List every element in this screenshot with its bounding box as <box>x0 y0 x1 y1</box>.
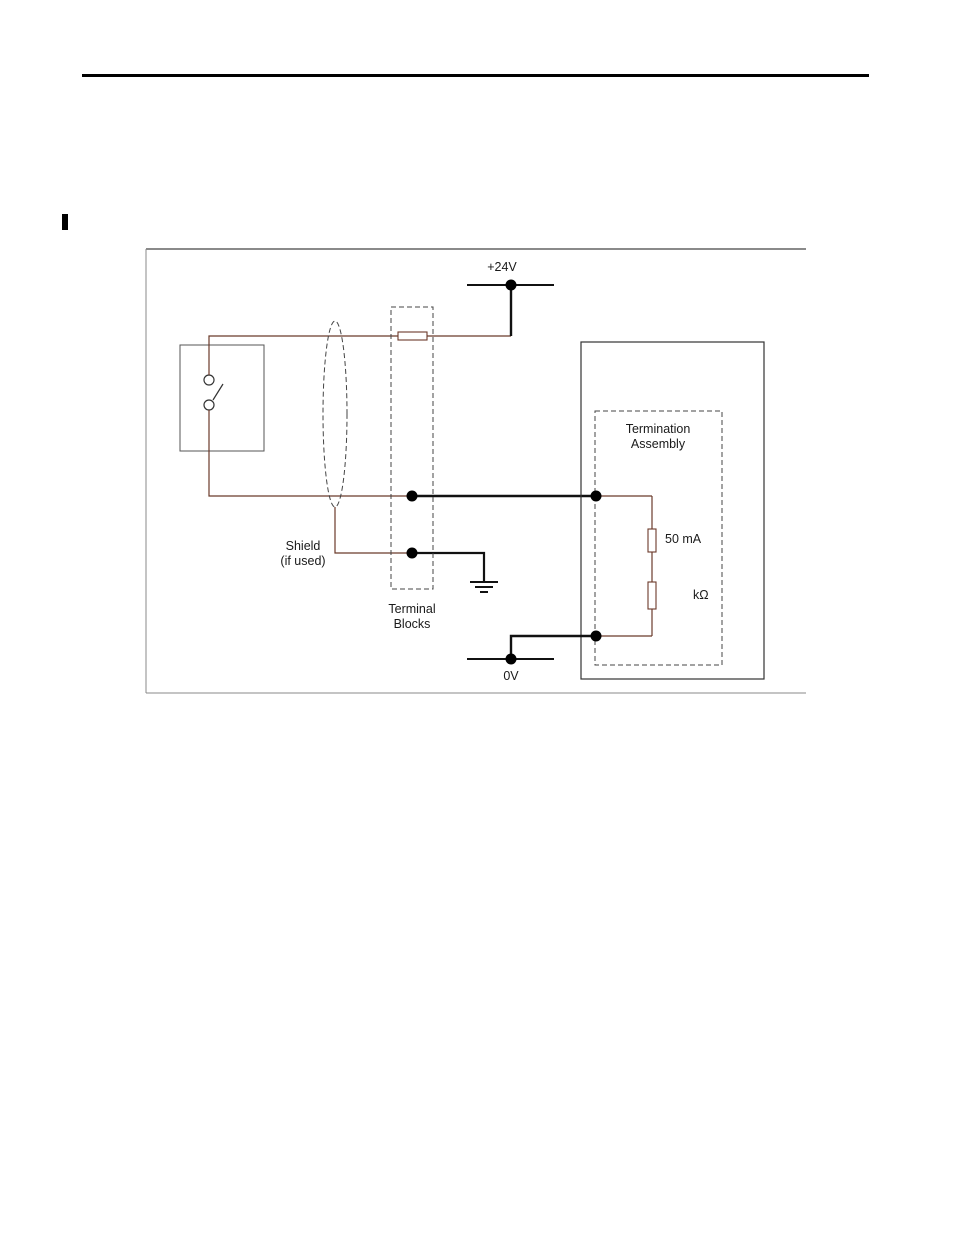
wire-shield <box>335 507 412 553</box>
wire-supply <box>209 336 511 375</box>
fuse-50ma <box>648 529 656 552</box>
node-module-signal <box>591 491 602 502</box>
node-24v <box>506 280 517 291</box>
field-device-box <box>180 345 264 451</box>
shield-ellipse <box>323 321 347 507</box>
node-0v <box>506 654 517 665</box>
wire-internal-chain <box>596 496 652 636</box>
terminal-fuse <box>398 332 427 340</box>
ground-icon <box>470 582 498 592</box>
label-fuse-rating: 50 mA <box>665 532 702 546</box>
label-0v: 0V <box>503 669 519 683</box>
node-terminal-signal <box>407 491 418 502</box>
wire-signal-field <box>209 410 412 496</box>
wire-shield-ground <box>412 553 484 582</box>
terminal-blocks-box <box>391 307 433 589</box>
label-resistor-value: kΩ <box>693 588 709 602</box>
node-terminal-shield <box>407 548 418 559</box>
figure-frame <box>146 249 806 693</box>
label-assembly: Assembly <box>631 437 686 451</box>
label-24v: +24V <box>487 260 517 274</box>
label-blocks: Blocks <box>394 617 431 631</box>
module-box <box>581 342 764 679</box>
label-terminal: Terminal <box>388 602 435 616</box>
label-shield-note: (if used) <box>280 554 325 568</box>
label-shield: Shield <box>286 539 321 553</box>
node-module-return <box>591 631 602 642</box>
label-termination: Termination <box>626 422 691 436</box>
switch-contact <box>204 375 223 410</box>
resistor <box>648 582 656 609</box>
wire-0v-return <box>511 636 596 659</box>
